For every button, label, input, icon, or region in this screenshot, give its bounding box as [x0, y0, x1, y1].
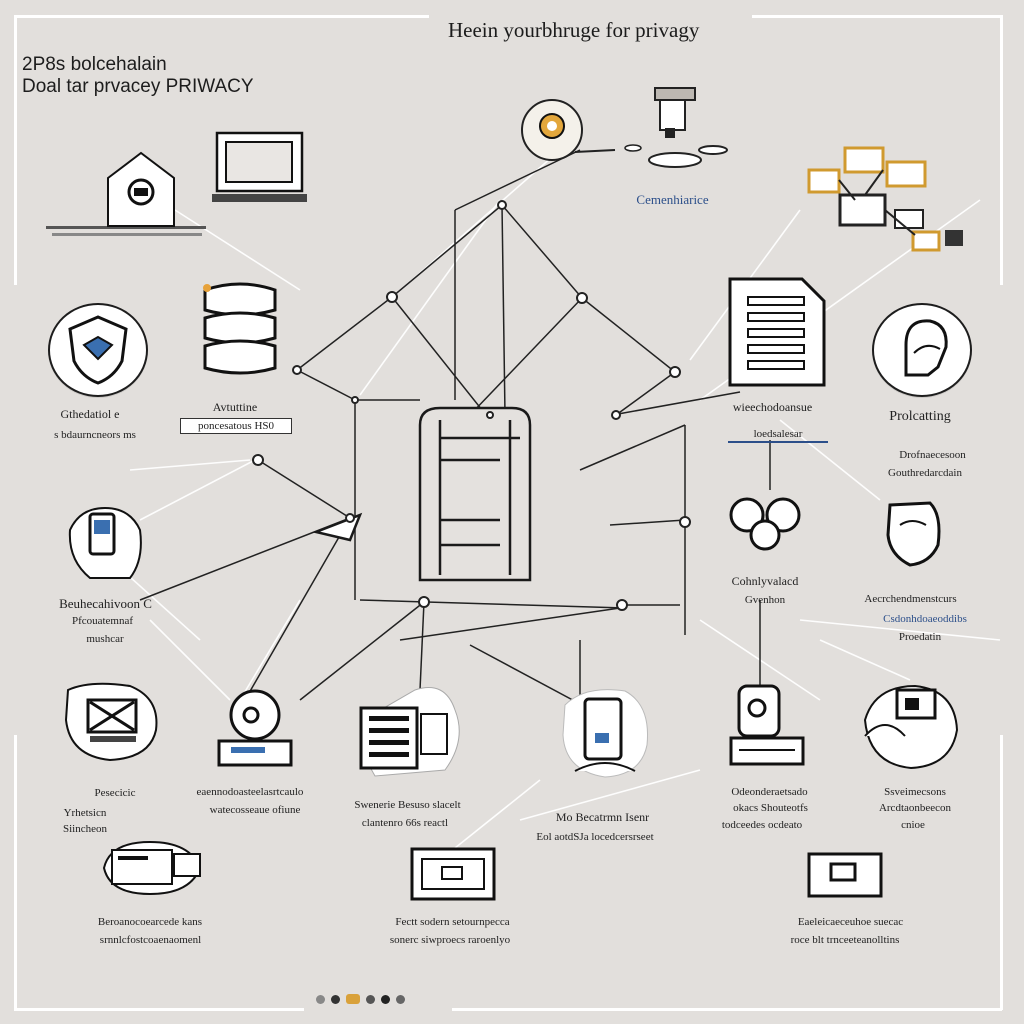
left-shield-label-1: Gthedatiol e: [60, 407, 120, 421]
footer-screen-icon: [807, 852, 883, 898]
far-right-label-3: Proedatin: [898, 631, 942, 643]
subtitle-line-1: 2P8s bolcehalain: [22, 54, 167, 75]
far-right-label-2: Csdonhdoaeoddibs: [883, 613, 967, 625]
center-right-label-1: Cohnlyvalacd: [731, 574, 799, 588]
frame-right-top: [1000, 15, 1003, 285]
frame-bottom-left: [14, 1008, 304, 1011]
frame-right-bottom: [1000, 735, 1003, 1010]
bottom-f-label-2: Arcdtaonbeecon: [878, 802, 952, 814]
bottom-f-label-1: Ssveimecsons: [884, 786, 946, 798]
left-shield-label-2: s bdaurncneors ms: [54, 429, 136, 441]
server-rack-icon: [359, 687, 460, 777]
profile-badge: [872, 303, 972, 397]
stack-label-2: poncesatous HS0: [180, 418, 292, 434]
lock-house-icon: [46, 151, 206, 236]
left-mid-label-1: Beuhecahivoon C: [59, 596, 152, 611]
network-cluster-icon: [807, 146, 963, 252]
stack-label-1: Avtuttine: [212, 400, 258, 414]
glasses-icon: [729, 497, 801, 551]
frame-left-bottom: [14, 735, 17, 1010]
page-subtitle: 2P8s bolcehalain Doal tar prvacey PRIWAC…: [22, 54, 292, 98]
shield-badge: [48, 303, 148, 397]
footer-c-label-1: Eaeleicaeceuhoe suecac: [797, 916, 904, 928]
camera-device-icon: [217, 689, 293, 767]
database-stack-icon: [203, 282, 277, 375]
frame-top-left: [14, 15, 429, 18]
server-icon: [311, 406, 532, 582]
bottom-d-label-1: Mo Becatrmn Isenr: [555, 810, 650, 824]
far-right-label-1: Aecrchendmenstcurs: [864, 593, 957, 605]
bottom-c-label-1: Swenerie Besuso slacelt: [354, 799, 461, 811]
top-cluster-label: Cemenhiarice: [636, 192, 709, 207]
bottom-c-label-2: clantenro 66s reactl: [361, 817, 449, 829]
bottom-b-label-1: eaennodoasteelasrtcaulo: [196, 786, 304, 798]
right-head-label-1: Prolcatting: [889, 409, 951, 424]
bottom-e-label-1: Odeonderaetsado: [731, 786, 808, 798]
bottom-f-label-3: cnioe: [901, 819, 925, 831]
dot-3: [346, 994, 360, 1004]
dot-5: [381, 994, 390, 1004]
phone-hand-icon: [68, 506, 142, 579]
center-right-label-2: Gvenhon: [744, 594, 786, 606]
user-head-icon: [904, 319, 948, 377]
gear-person-icon: [521, 87, 728, 168]
workstation-icon: [729, 684, 805, 766]
left-mid-label-2: Pfcouatemnaf: [71, 615, 134, 627]
tablet-icon: [562, 689, 649, 778]
dot-6: [396, 994, 405, 1004]
hand-device-icon: [863, 684, 959, 770]
frame-bottom-right: [452, 1008, 1002, 1011]
footer-a-label-1: Beroanocoearcede kans: [97, 916, 203, 928]
right-head-label-2: Drofnaecesoon: [899, 449, 966, 461]
document-icon: [728, 277, 826, 387]
bottom-dots: [316, 994, 405, 1004]
bottom-a-label-3: Siincheon: [63, 823, 107, 835]
dot-2: [331, 994, 340, 1004]
bottom-b-label-2: watecosseaue ofiune: [209, 804, 301, 816]
bottom-a-label-1: Pesecicic: [94, 787, 136, 799]
footer-laptop-icon: [102, 840, 202, 896]
bottom-a-label-2: Yrhetsicn: [63, 807, 107, 819]
frame-left-top: [14, 15, 17, 285]
left-mid-label-3: mushcar: [86, 633, 124, 645]
document-label-2: loedsalesar: [728, 427, 828, 443]
biometric-icon: [886, 501, 941, 567]
shield-icon: [68, 315, 128, 385]
document-label-1: wieechodoansue: [732, 400, 813, 414]
footer-monitor-icon: [410, 847, 496, 901]
blocked-computer-icon: [64, 682, 158, 762]
frame-top-right: [752, 15, 1002, 18]
bottom-e-label-2: okacs Shouteotfs: [733, 802, 808, 814]
subtitle-line-2: Doal tar prvacey PRIWACY: [22, 76, 254, 97]
laptop-icon: [212, 131, 307, 202]
footer-b-label-1: Fectt sodern setournpecca: [395, 916, 510, 928]
bottom-e-label-3: todceedes ocdeato: [721, 819, 803, 831]
footer-a-label-2: srnnlcfostcoaenaomenl: [99, 934, 202, 946]
dot-1: [316, 994, 325, 1004]
footer-c-label-2: roce blt trnceeteanolltins: [790, 934, 900, 946]
page-title: Heein yourbhruge for privagy: [448, 18, 700, 42]
footer-b-label-2: sonerc siwproecs raroenlyo: [389, 934, 511, 946]
dot-4: [366, 994, 375, 1004]
bottom-d-label-2: Eol aotdSJa locedcersrseet: [536, 831, 654, 843]
right-head-label-3: Gouthredarcdain: [888, 467, 962, 479]
